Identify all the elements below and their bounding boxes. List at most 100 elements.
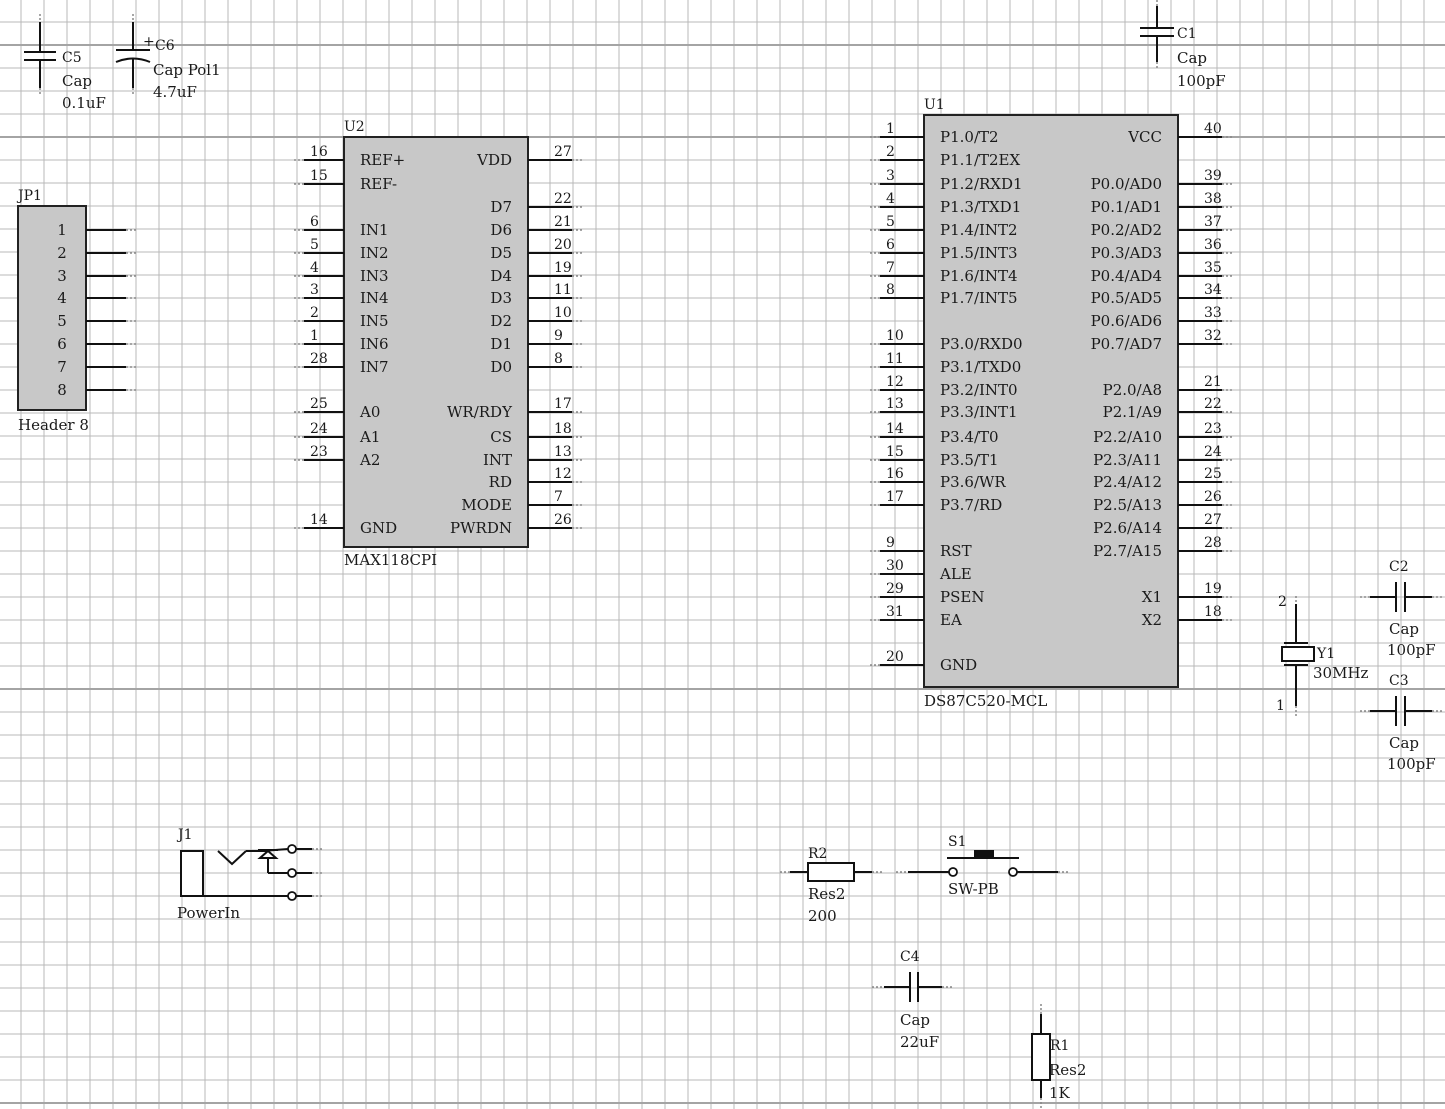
pin-name: P3.6/WR [940, 473, 1006, 491]
pin-number: 35 [1204, 260, 1222, 276]
pin-name: P0.6/AD6 [1091, 312, 1162, 330]
crystal-y1[interactable]: 2 1 Y1 30MHz [1276, 594, 1369, 716]
pin-name: P2.2/A10 [1093, 428, 1162, 446]
pin-name: P3.0/RXD0 [940, 335, 1023, 353]
r1-value: Res2 [1049, 1061, 1086, 1079]
pin-number: 22 [554, 191, 572, 207]
c6-polarity-mark: + [143, 34, 155, 50]
pin-number: 9 [886, 535, 895, 551]
capacitor-c4[interactable]: C4 Cap 22uF [872, 949, 954, 1051]
pin-name: D5 [490, 244, 512, 262]
pin-number: 25 [310, 396, 328, 412]
pin-name: A0 [359, 403, 380, 421]
pin-number: 27 [554, 144, 572, 160]
pin-name: P1.0/T2 [940, 128, 999, 146]
c4-value: Cap [900, 1011, 930, 1029]
pin-number: 19 [1204, 581, 1222, 597]
pin-number: 32 [1204, 328, 1222, 344]
pin-name: D1 [490, 335, 512, 353]
pin-number: 1 [886, 121, 895, 137]
resistor-r2[interactable]: R2 Res2 200 [780, 846, 884, 925]
pin-name: P0.2/AD2 [1091, 221, 1162, 239]
pin-name: GND [940, 656, 977, 674]
pin-name: REF- [360, 175, 397, 193]
jp1-pin-number: 7 [57, 358, 67, 376]
power-jack-j1[interactable]: J1 PowerIn [176, 827, 324, 922]
j1-body [180, 850, 204, 897]
y1-pin-2: 2 [1278, 594, 1287, 610]
pin-name: D4 [490, 267, 512, 285]
pin-number: 31 [886, 604, 904, 620]
pin-number: 1 [310, 328, 319, 344]
pin-name: P0.5/AD5 [1091, 289, 1162, 307]
pin-number: 17 [554, 396, 572, 412]
pin-number: 36 [1204, 237, 1222, 253]
pin-name: P3.3/INT1 [940, 403, 1018, 421]
pin-number: 10 [554, 305, 572, 321]
pin-number: 10 [886, 328, 904, 344]
jp1-pin-number: 3 [57, 267, 67, 285]
c3-rating: 100pF [1387, 755, 1436, 773]
y1-ref: Y1 [1316, 646, 1335, 662]
jp1-pin-number: 4 [57, 289, 67, 307]
u1-value: DS87C520-MCL [924, 692, 1047, 710]
u2-value: MAX118CPI [344, 551, 437, 569]
pin-name: P1.6/INT4 [940, 267, 1018, 285]
pin-number: 20 [886, 649, 904, 665]
jp1-value: Header 8 [18, 416, 89, 434]
pin-number: 17 [886, 489, 904, 505]
pin-name: MODE [461, 496, 512, 514]
pin-name: D3 [490, 289, 512, 307]
u2-right-pins: 27VDD22D721D620D519D411D310D29D18D017WR/… [447, 144, 582, 537]
pin-name: P1.1/T2EX [940, 151, 1020, 169]
pin-name: P1.3/TXD1 [940, 198, 1021, 216]
pin-name: VDD [476, 151, 512, 169]
r2-ref: R2 [808, 846, 827, 862]
pin-name: P1.4/INT2 [940, 221, 1018, 239]
pin-number: 23 [310, 444, 328, 460]
c6-value: Cap Pol1 [153, 61, 221, 79]
capacitor-c3[interactable]: C3 Cap 100pF [1360, 673, 1442, 773]
pin-number: 7 [886, 260, 895, 276]
capacitor-c5[interactable]: C5 Cap 0.1uF [24, 14, 106, 112]
capacitor-c1[interactable]: C1 Cap 100pF [1140, 0, 1226, 90]
c1-ref: C1 [1177, 26, 1197, 42]
pin-name: P1.7/INT5 [940, 289, 1018, 307]
c5-value: Cap [62, 72, 92, 90]
pin-number: 26 [554, 512, 572, 528]
resistor-r1[interactable]: R1 Res2 1K [1031, 1004, 1086, 1108]
pin-number: 22 [1204, 396, 1222, 412]
s1-value: SW-PB [948, 880, 999, 898]
pin-number: 25 [1204, 466, 1222, 482]
jp1-pin-number: 1 [57, 221, 67, 239]
switch-s1[interactable]: S1 SW-PB [896, 834, 1070, 898]
c5-ref: C5 [62, 50, 82, 66]
capacitor-c6[interactable]: + C6 Cap Pol1 4.7uF [115, 14, 221, 101]
capacitor-c2[interactable]: C2 Cap 100pF [1360, 559, 1442, 659]
pin-name: RST [940, 542, 972, 560]
y1-pin-1: 1 [1276, 698, 1285, 714]
pin-number: 14 [886, 421, 904, 437]
pin-number: 27 [1204, 512, 1222, 528]
pin-number: 37 [1204, 214, 1222, 230]
c3-value: Cap [1389, 734, 1419, 752]
pin-name: P3.5/T1 [940, 451, 999, 469]
pin-name: IN2 [360, 244, 389, 262]
j1-ref: J1 [176, 827, 193, 843]
pin-number: 15 [886, 444, 904, 460]
pin-number: 15 [310, 168, 328, 184]
pin-number: 13 [554, 444, 572, 460]
jp1-ref: JP1 [16, 188, 42, 204]
c2-rating: 100pF [1387, 641, 1436, 659]
pin-name: P3.7/RD [940, 496, 1002, 514]
pin-number: 19 [554, 260, 572, 276]
pin-name: P0.1/AD1 [1091, 198, 1162, 216]
pin-name: PWRDN [450, 519, 512, 537]
